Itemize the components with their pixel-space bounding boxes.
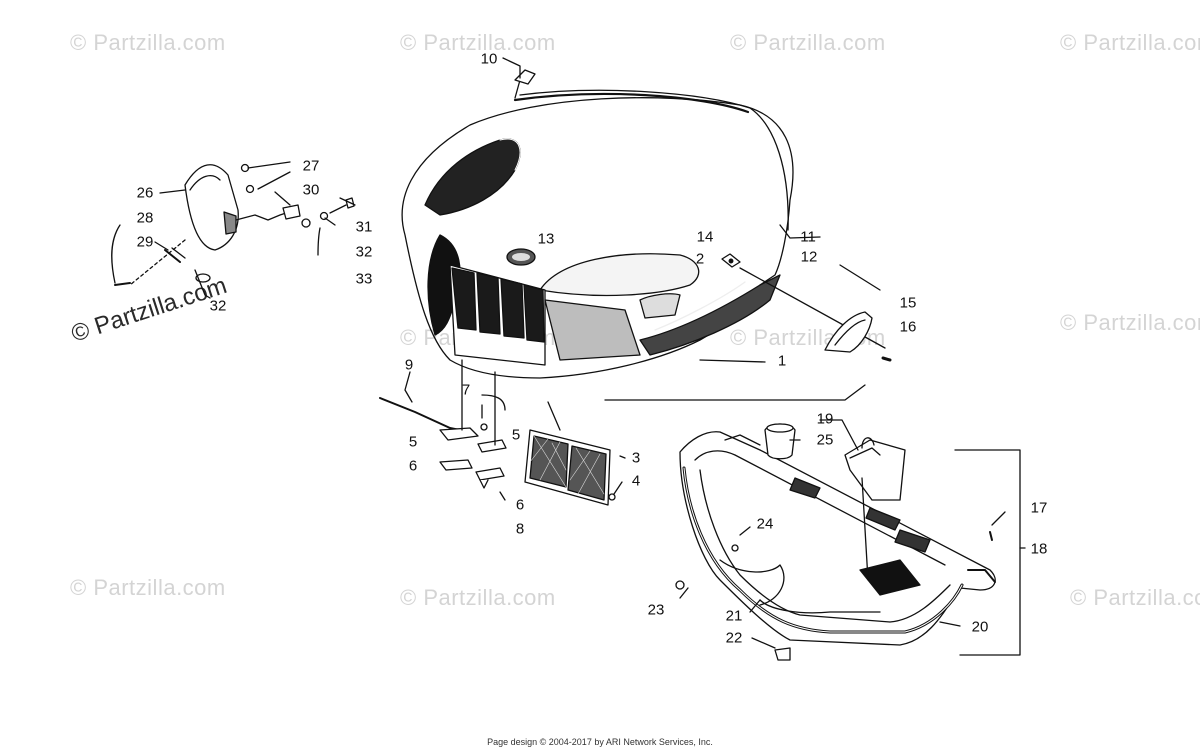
watermark: © Partzilla.com [1060, 30, 1200, 55]
leader-line [839, 264, 881, 291]
callout-26: 26 [136, 184, 154, 202]
callout-24: 24 [756, 515, 774, 533]
callout-6b: 6 [515, 496, 525, 514]
callout-22: 22 [725, 629, 743, 647]
callout-15: 15 [899, 294, 917, 312]
bracket-set [379, 359, 507, 489]
callout-6: 6 [408, 457, 418, 475]
grille-3 [524, 401, 616, 506]
callout-27: 27 [302, 157, 320, 175]
callout-25: 25 [816, 431, 834, 449]
callout-4: 4 [631, 472, 641, 490]
leader-line [779, 224, 821, 239]
callout-18: 18 [1030, 540, 1048, 558]
callout-14: 14 [696, 228, 714, 246]
bracket-line [954, 449, 1021, 656]
page-footer: Page design © 2004-2017 by ARI Network S… [487, 737, 713, 747]
leader-line [699, 359, 766, 363]
callout-29: 29 [136, 233, 154, 251]
watermark: © Partzilla.com [1070, 585, 1200, 610]
callout-32: 32 [355, 243, 373, 261]
callout-19: 19 [816, 410, 834, 428]
watermark: © Partzilla.com [1060, 310, 1200, 335]
latch-19 [844, 439, 906, 501]
callout-5: 5 [408, 433, 418, 451]
callout-3: 3 [631, 449, 641, 467]
callout-33: 33 [355, 270, 373, 288]
storage-tray-20 [675, 431, 996, 661]
hood-panel [401, 89, 794, 379]
side-lamp-assembly [114, 163, 355, 286]
leader-line [514, 79, 521, 99]
callout-16: 16 [899, 318, 917, 336]
callout-5b: 5 [511, 426, 521, 444]
callout-30: 30 [302, 181, 320, 199]
callout-2: 2 [695, 250, 705, 268]
callout-31: 31 [355, 218, 373, 236]
watermark: © Partzilla.com [400, 585, 556, 610]
watermark: © Partzilla.com [400, 30, 556, 55]
callout-1: 1 [777, 352, 787, 370]
callout-20: 20 [971, 618, 989, 636]
callout-8: 8 [515, 520, 525, 538]
watermark: © Partzilla.com [730, 30, 886, 55]
callout-11: 11 [800, 228, 816, 246]
handle-15 [824, 311, 873, 353]
callout-7: 7 [461, 381, 471, 399]
callout-21: 21 [725, 607, 743, 625]
clip-10 [514, 69, 536, 85]
callout-12: 12 [800, 248, 818, 266]
watermark: © Partzilla.com [70, 575, 226, 600]
callout-28: 28 [136, 209, 154, 227]
callout-32b: 32 [209, 297, 227, 315]
callout-17: 17 [1030, 499, 1048, 517]
watermark: © Partzilla.com [70, 30, 226, 55]
callout-13: 13 [537, 230, 555, 248]
callout-10: 10 [480, 50, 498, 68]
leader-line [604, 384, 866, 401]
callout-23: 23 [647, 601, 665, 619]
callout-9: 9 [404, 356, 414, 374]
